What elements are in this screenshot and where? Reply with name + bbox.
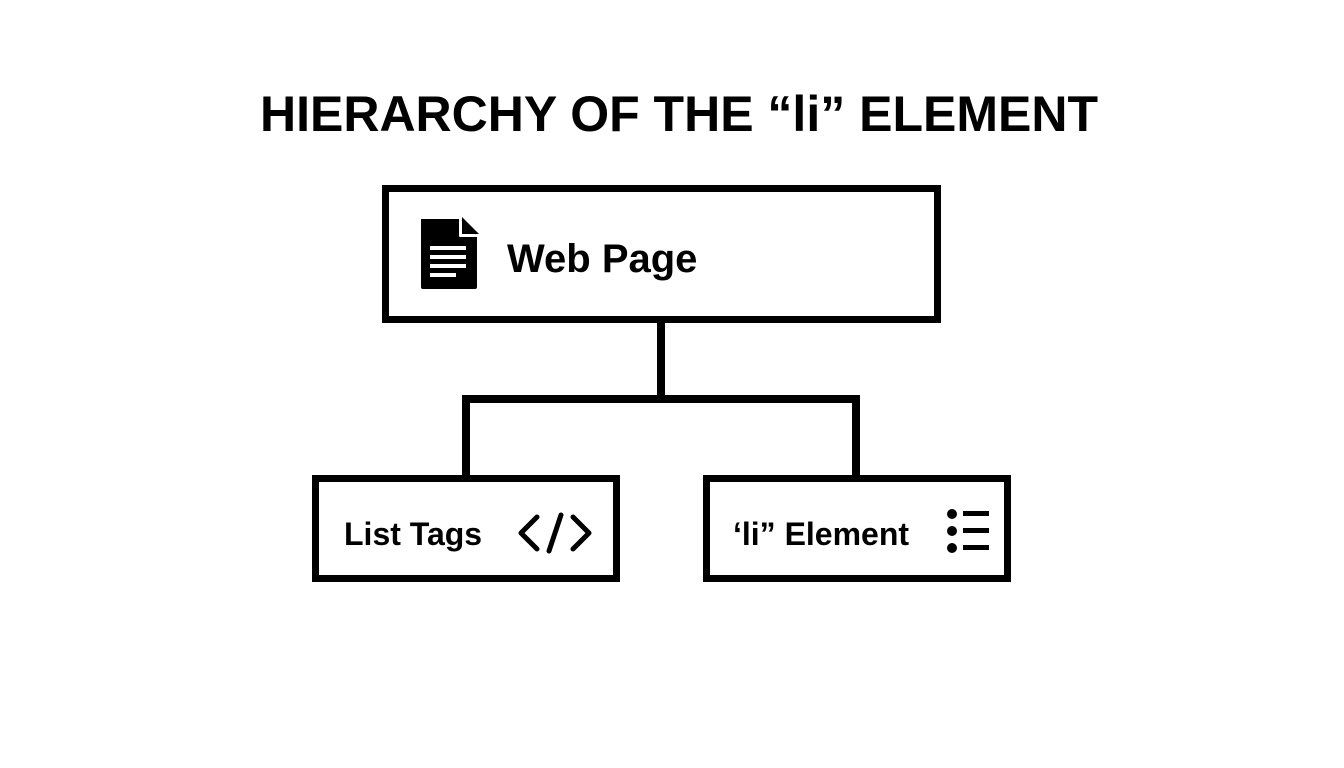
connector-right-drop	[852, 395, 860, 477]
code-tag-icon	[518, 512, 592, 554]
node-label-web-page: Web Page	[507, 237, 698, 281]
connector-horizontal-bar	[462, 395, 860, 403]
list-icon	[947, 509, 989, 553]
node-web-page: Web Page	[382, 185, 941, 323]
connector-root-stem	[657, 322, 665, 400]
diagram-title: HIERARCHY OF THE “li” ELEMENT	[259, 86, 1098, 142]
document-icon	[421, 217, 479, 289]
node-label-li-element: ‘li” Element	[733, 516, 910, 552]
node-label-list-tags: List Tags	[344, 516, 483, 552]
connector-left-drop	[462, 395, 470, 477]
node-list-tags: List Tags	[312, 475, 620, 582]
node-li-element: ‘li” Element	[703, 475, 1011, 582]
